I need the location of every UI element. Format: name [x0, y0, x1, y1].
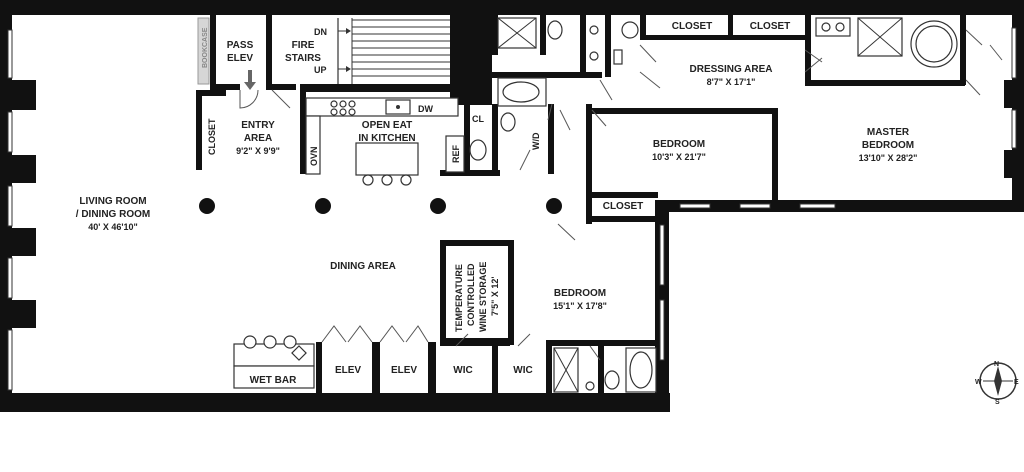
- wet-bar: [233, 335, 315, 389]
- bath-fixtures: [469, 17, 958, 393]
- stairs-up-label: UP: [314, 65, 327, 75]
- living-room-dims: 40' X 46'10": [88, 222, 138, 232]
- outer-walls: [0, 0, 1024, 412]
- bedroom-2-name: BEDROOM: [554, 288, 606, 299]
- wine-line-1: TEMPERATURE: [454, 264, 464, 332]
- down-arrow-icon: [244, 70, 256, 90]
- wic-1-label: WIC: [453, 365, 472, 376]
- compass-e: E: [1014, 379, 1019, 386]
- entry-closet-label: CLOSET: [207, 118, 217, 155]
- columns: [199, 198, 562, 214]
- wet-bar-label: WET BAR: [250, 375, 297, 386]
- fire-stairs: [337, 18, 450, 84]
- fire-stairs-label-1: FIRE: [292, 40, 315, 51]
- left-windows: [0, 29, 36, 391]
- fire-stairs-label-2: STAIRS: [285, 53, 321, 64]
- ovn-label: OVN: [309, 146, 319, 166]
- right-windows: [659, 27, 1024, 361]
- dressing-closet-1-label: CLOSET: [672, 21, 713, 32]
- elev-1-label: ELEV: [335, 365, 361, 376]
- master-dims: 13'10" X 28'2": [859, 153, 918, 163]
- bookcase: [197, 17, 210, 85]
- compass-w: W: [975, 379, 982, 386]
- wine-line-2: CONTROLLED: [466, 263, 476, 326]
- compass-icon: N E S W: [975, 361, 1019, 406]
- bedroom-2-dims: 15'1" X 17'8": [553, 301, 607, 311]
- kitchen-name-2: IN KITCHEN: [358, 133, 415, 144]
- dressing-dims: 8'7" X 17'1": [707, 77, 756, 87]
- elev-2-label: ELEV: [391, 365, 417, 376]
- bedroom-1-name: BEDROOM: [653, 139, 705, 150]
- ref-label: REF: [451, 144, 461, 163]
- wic-2-label: WIC: [513, 365, 532, 376]
- entry-name-2: AREA: [244, 133, 272, 144]
- wd-label: W/D: [531, 132, 541, 150]
- living-room-name-2: / DINING ROOM: [76, 209, 150, 220]
- compass-n: N: [994, 361, 999, 368]
- bedroom-closet-label: CLOSET: [603, 201, 644, 212]
- interior-walls: [196, 15, 966, 394]
- wine-line-4: 7'5" X 12': [490, 276, 500, 316]
- bedroom-1-dims: 10'3" X 21'7": [652, 152, 706, 162]
- doors: [239, 29, 1003, 361]
- dw-label: DW: [418, 104, 433, 114]
- cl-label: CL: [472, 114, 484, 124]
- living-room-name-1: LIVING ROOM: [79, 196, 146, 207]
- kitchen-fixtures: [305, 97, 465, 186]
- master-name-1: MASTER: [867, 127, 910, 138]
- dining-area-name: DINING AREA: [330, 261, 396, 272]
- wine-line-3: WINE STORAGE: [478, 262, 488, 332]
- master-name-2: BEDROOM: [862, 140, 914, 151]
- pass-elev-label-1: PASS: [227, 40, 254, 51]
- dressing-name: DRESSING AREA: [690, 64, 773, 75]
- pass-elev-label-2: ELEV: [227, 53, 253, 64]
- stairs-dn-label: DN: [314, 27, 327, 37]
- dressing-closet-2-label: CLOSET: [750, 21, 791, 32]
- entry-name-1: ENTRY: [241, 120, 275, 131]
- compass-s: S: [995, 399, 1000, 406]
- bookcase-label: BOOKCASE: [202, 27, 209, 68]
- kitchen-name-1: OPEN EAT: [362, 120, 412, 131]
- entry-dims: 9'2" X 9'9": [236, 146, 280, 156]
